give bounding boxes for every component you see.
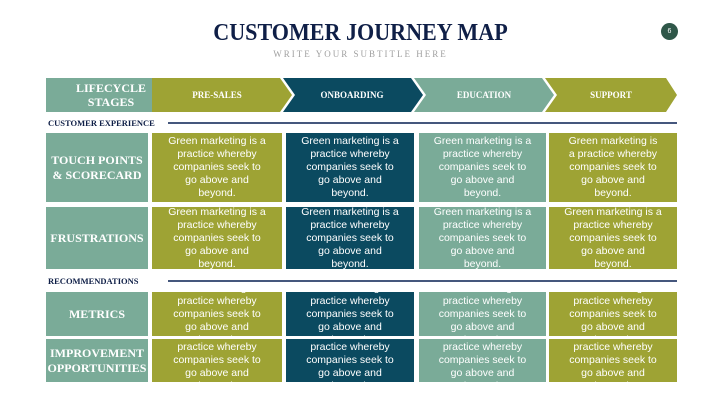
cell: Green marketing is a practice whereby co…: [286, 339, 414, 382]
row-label-touch-points: TOUCH POINTS & SCORECARD: [46, 133, 148, 202]
cell: Green marketing is a practice whereby co…: [419, 339, 546, 382]
stage-education: EDUCATION: [456, 90, 512, 100]
stage-pre-sales: PRE-SALES: [192, 90, 242, 100]
cell: Green marketing is a practice whereby co…: [152, 207, 282, 269]
page-subtitle: WRITE YOUR SUBTITLE HERE: [273, 49, 448, 59]
chevron-pre-sales: [152, 78, 292, 112]
cell: Green marketing is a practice whereby co…: [549, 207, 677, 269]
cell: Green marketing is a practice whereby co…: [419, 133, 546, 202]
page-title: CUSTOMER JOURNEY MAP: [213, 20, 508, 46]
cell: Green marketing is a practice whereby co…: [286, 133, 414, 202]
section-recommendations: RECOMMENDATIONS: [48, 276, 139, 286]
cell: Green marketing is a practice whereby co…: [549, 339, 677, 382]
cell: Green marketing is a practice whereby co…: [286, 207, 414, 269]
chevron-education: [414, 78, 554, 112]
stage-support: SUPPORT: [590, 90, 632, 100]
cell: Green marketing is a practice whereby co…: [549, 133, 677, 202]
cell: Green marketing is a practice whereby co…: [549, 292, 677, 336]
cell: Green marketing is a practice whereby co…: [152, 133, 282, 202]
section-divider: [168, 122, 677, 124]
chevron-onboarding: [283, 78, 423, 112]
chevron-support: [545, 78, 677, 112]
cell: Green marketing is a practice whereby co…: [419, 207, 546, 269]
stage-onboarding: ONBOARDING: [320, 90, 384, 100]
row-label-metrics: METRICS: [46, 292, 148, 336]
row-label-frustrations: FRUSTRATIONS: [46, 207, 148, 269]
page-number-badge: 6: [661, 23, 678, 40]
row-label-improvement-opportunities: IMPROVEMENT OPPORTUNITIES: [46, 339, 148, 382]
cell: Green marketing is a practice whereby co…: [419, 292, 546, 336]
cell: Green marketing is a practice whereby co…: [286, 292, 414, 336]
section-customer-experience: CUSTOMER EXPERIENCE: [48, 118, 155, 128]
section-divider: [168, 280, 677, 282]
cell: Green marketing is a practice whereby co…: [152, 339, 282, 382]
cell: Green marketing is a practice whereby co…: [152, 292, 282, 336]
